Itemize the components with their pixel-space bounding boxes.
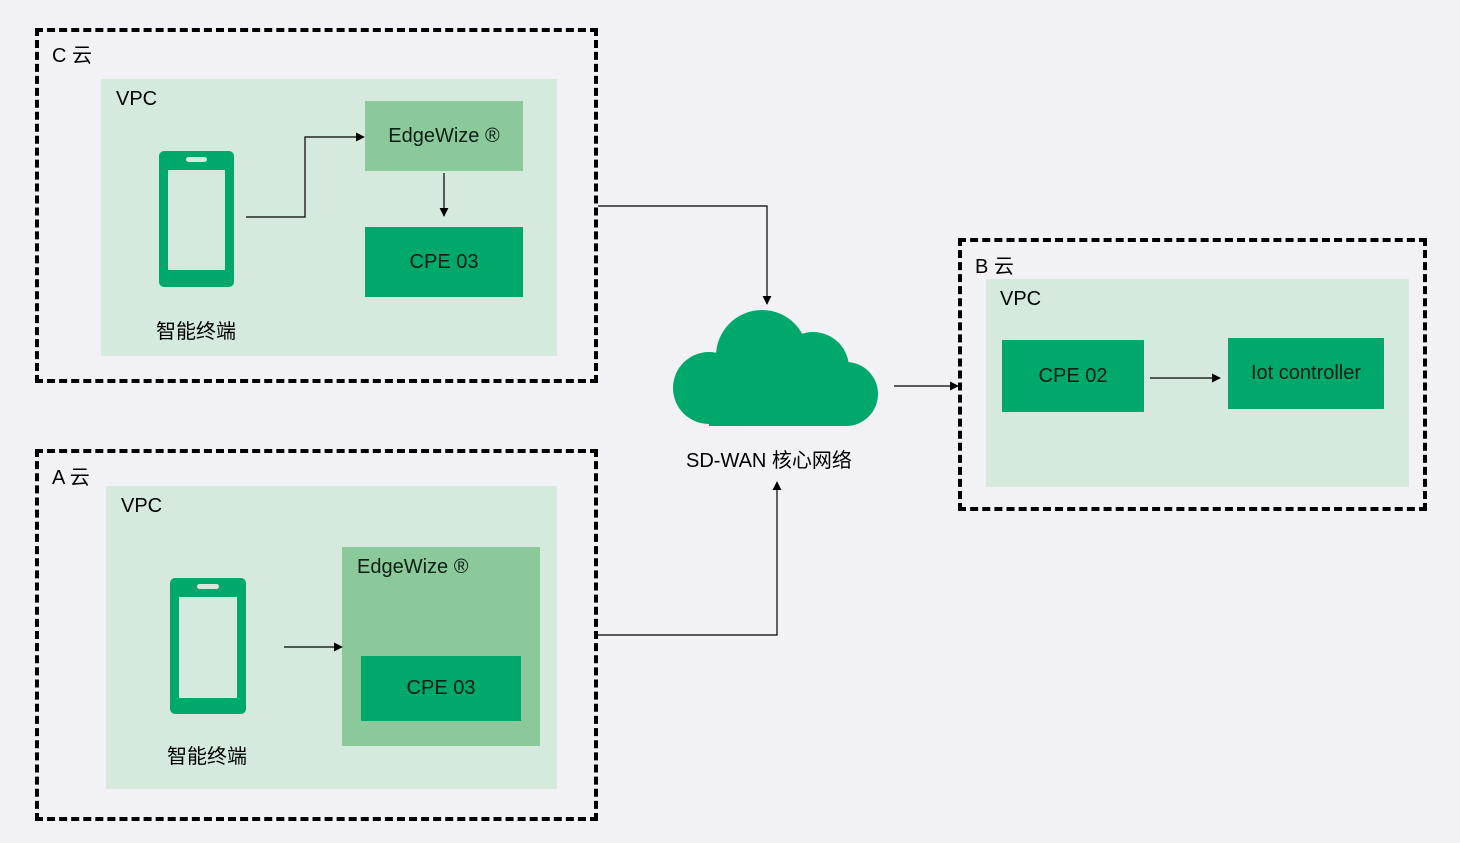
a-cloud-region: [35, 449, 598, 821]
a-cloud-cpe-box[interactable]: CPE 03: [361, 656, 521, 721]
a-cloud-phone-icon: [170, 578, 246, 714]
c-cloud-region: [35, 28, 598, 383]
b-cloud-vpc-label: VPC: [1000, 288, 1042, 310]
c-cloud-label: C 云: [52, 45, 92, 67]
b-cloud-controller-label: Iot controller: [1250, 362, 1362, 384]
a-cloud-edgewize-label: EdgeWize ®: [357, 556, 469, 578]
c-cloud-vpc-label: VPC: [116, 88, 158, 110]
sd-wan-cloud-icon: [673, 310, 878, 426]
c-cloud-edgewize-box[interactable]: EdgeWize ®: [365, 101, 523, 171]
b-cloud-cpe-label: CPE 02: [1038, 364, 1108, 387]
a-region-to-sdwan-connector: [598, 481, 782, 636]
c-region-to-sdwan-connector: [598, 205, 772, 305]
a-cloud-label: A 云: [52, 467, 90, 489]
b-cloud-controller-box[interactable]: Iot controller: [1228, 338, 1384, 409]
a-cloud-device-label: 智能终端: [167, 746, 247, 768]
c-cloud-cpe-box[interactable]: CPE 03: [365, 227, 523, 297]
c-cloud-device-label: 智能终端: [156, 321, 236, 343]
c-phone-to-edgewize-connector: [246, 132, 365, 218]
b-cloud-label: B 云: [975, 256, 1014, 278]
b-cloud-region: [958, 238, 1427, 511]
c-cloud-cpe-label: CPE 03: [409, 250, 479, 273]
a-cloud-cpe-label: CPE 03: [406, 677, 476, 699]
c-cloud-edgewize-label: EdgeWize ®: [388, 124, 500, 147]
c-cloud-phone-icon: [159, 151, 234, 287]
b-cloud-cpe-box[interactable]: CPE 02: [1002, 340, 1144, 412]
a-cloud-vpc-label: VPC: [121, 495, 163, 517]
sd-wan-label: SD-WAN 核心网络: [686, 450, 852, 472]
